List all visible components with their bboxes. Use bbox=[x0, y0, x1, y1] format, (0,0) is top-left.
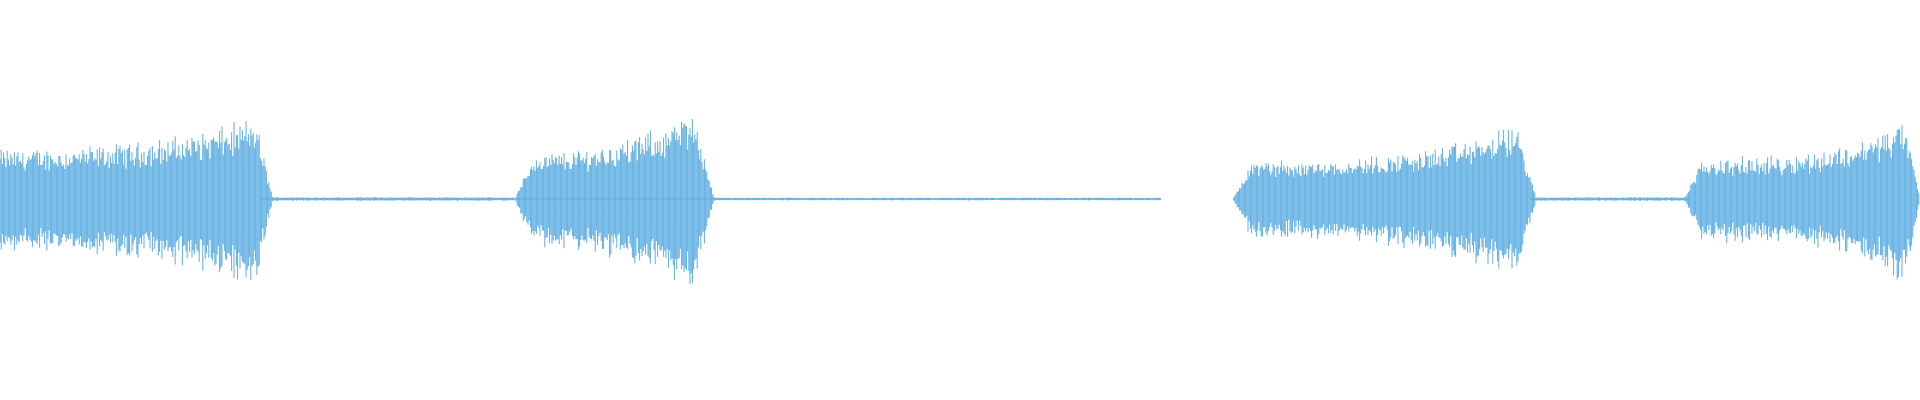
waveform-path bbox=[0, 119, 1920, 285]
waveform-strokes bbox=[0, 119, 1920, 285]
